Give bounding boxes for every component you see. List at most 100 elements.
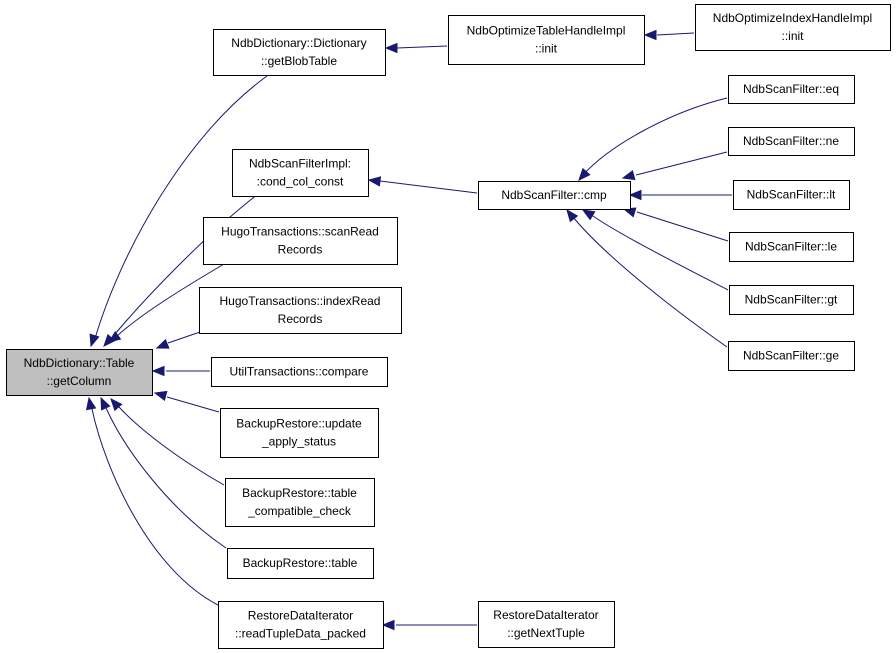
node-eq[interactable]: NdbScanFilter::eq [728, 75, 855, 104]
node-box[interactable] [695, 4, 891, 51]
node-brTable[interactable]: BackupRestore::table [227, 548, 374, 579]
node-gt[interactable]: NdbScanFilter::gt [729, 285, 854, 315]
edge-line [166, 396, 220, 413]
arrowhead [100, 396, 111, 411]
node-utilCompare[interactable]: UtilTransactions::compare [211, 357, 388, 387]
node-box[interactable] [213, 29, 386, 76]
node-root[interactable]: NdbDictionary::Table::getColumn [6, 349, 153, 396]
edge-line [167, 331, 201, 344]
node-box[interactable] [728, 341, 855, 371]
arrowhead [153, 390, 168, 402]
node-label: NdbDictionary::Dictionary [231, 36, 366, 50]
node-label: NdbScanFilter::lt [747, 188, 836, 202]
edge-line [109, 190, 263, 341]
node-box[interactable] [6, 349, 153, 396]
edge-line [396, 45, 448, 49]
edge-line [582, 97, 728, 176]
edge-ne-to-cmp [621, 151, 728, 181]
node-condColConst[interactable]: NdbScanFilterImpl::cond_col_const [232, 149, 369, 197]
edge-line [572, 216, 728, 348]
node-box[interactable] [232, 149, 369, 197]
node-le[interactable]: NdbScanFilter::le [729, 232, 854, 262]
node-label: NdbScanFilterImpl: [249, 157, 351, 171]
node-box[interactable] [728, 75, 855, 104]
edge-indexRead-to-root [155, 331, 201, 349]
node-label: ::getNextTuple [507, 626, 585, 640]
node-readTuple[interactable]: RestoreDataIterator::readTupleData_packe… [218, 601, 384, 649]
edge-gt-to-cmp [581, 209, 729, 291]
edge-le-to-cmp [622, 207, 729, 242]
node-label: ::getBlobTable [261, 54, 337, 68]
arrowhead [367, 176, 382, 187]
node-box[interactable] [199, 287, 402, 334]
node-label: NdbDictionary::Table [24, 356, 135, 370]
node-label: NdbOptimizeIndexHandleImpl [713, 11, 872, 25]
node-box[interactable] [227, 548, 374, 579]
node-getNextTuple[interactable]: RestoreDataIterator::getNextTuple [478, 601, 615, 648]
edge-scanRead-to-root [107, 263, 225, 343]
node-box[interactable] [448, 15, 645, 65]
node-box[interactable] [225, 478, 375, 527]
edge-brTable-to-root [100, 396, 227, 549]
arrowhead [155, 338, 170, 349]
node-box[interactable] [729, 232, 854, 262]
node-label: _compatible_check [247, 504, 352, 518]
node-box[interactable] [729, 285, 854, 315]
arrowhead [621, 169, 636, 181]
node-label: NdbScanFilter::eq [743, 82, 839, 96]
edge-readTuple-to-root [85, 396, 219, 606]
arrowhead [107, 331, 122, 343]
node-label: UtilTransactions::compare [230, 365, 369, 379]
edges-layer [85, 29, 732, 631]
node-label: ::readTupleData_packed [235, 627, 366, 641]
edge-line [93, 75, 268, 343]
node-label: NdbOptimizeTableHandleImpl [467, 24, 626, 38]
edge-utilCompare-to-root [151, 365, 210, 377]
node-box[interactable] [218, 601, 384, 649]
arrowhead [110, 397, 123, 412]
arrowhead [151, 365, 165, 377]
node-label: NdbScanFilter::ge [743, 349, 839, 363]
node-box[interactable] [211, 357, 388, 387]
node-label: ::init [535, 42, 558, 56]
node-box[interactable] [733, 180, 850, 210]
edge-eq-to-cmp [578, 97, 728, 181]
node-label: RestoreDataIterator [493, 608, 598, 622]
node-tableCompat[interactable]: BackupRestore::table_compatible_check [225, 478, 375, 527]
edge-line [589, 213, 729, 291]
node-label: Records [278, 243, 323, 257]
arrowhead [643, 29, 657, 41]
node-label: NdbScanFilter::gt [745, 293, 838, 307]
node-box[interactable] [478, 601, 615, 648]
node-box[interactable] [203, 217, 398, 265]
node-box[interactable] [728, 127, 855, 156]
edge-line [656, 32, 695, 36]
node-optTableInit[interactable]: NdbOptimizeTableHandleImpl::init [448, 15, 645, 65]
arrowhead [89, 333, 100, 348]
node-label: BackupRestore::table [243, 556, 358, 570]
node-ge[interactable]: NdbScanFilter::ge [728, 341, 855, 371]
node-updateApply[interactable]: BackupRestore::update_apply_status [220, 408, 379, 458]
edge-tableCompat-to-root [110, 397, 225, 486]
arrowhead [566, 208, 579, 223]
node-cmp[interactable]: NdbScanFilter::cmp [478, 181, 631, 210]
node-box[interactable] [478, 181, 631, 210]
node-label: ::init [781, 29, 804, 43]
arrowhead [384, 42, 398, 54]
node-label: NdbScanFilter::ne [743, 134, 839, 148]
node-label: :cond_col_const [257, 175, 344, 189]
edge-lt-to-cmp [628, 189, 732, 201]
node-label: BackupRestore::update [236, 417, 362, 431]
node-getBlobTable[interactable]: NdbDictionary::Dictionary::getBlobTable [213, 29, 386, 76]
node-lt[interactable]: NdbScanFilter::lt [733, 180, 850, 210]
node-label: NdbScanFilter::le [745, 240, 837, 254]
arrowhead [85, 396, 97, 411]
node-optIndexInit[interactable]: NdbOptimizeIndexHandleImpl::init [695, 4, 891, 51]
nodes-layer: NdbDictionary::Table::getColumnNdbDictio… [6, 4, 891, 649]
node-label: HugoTransactions::scanRead [221, 225, 379, 239]
edge-ge-to-cmp [566, 208, 728, 348]
node-box[interactable] [220, 408, 379, 458]
node-ne[interactable]: NdbScanFilter::ne [728, 127, 855, 156]
